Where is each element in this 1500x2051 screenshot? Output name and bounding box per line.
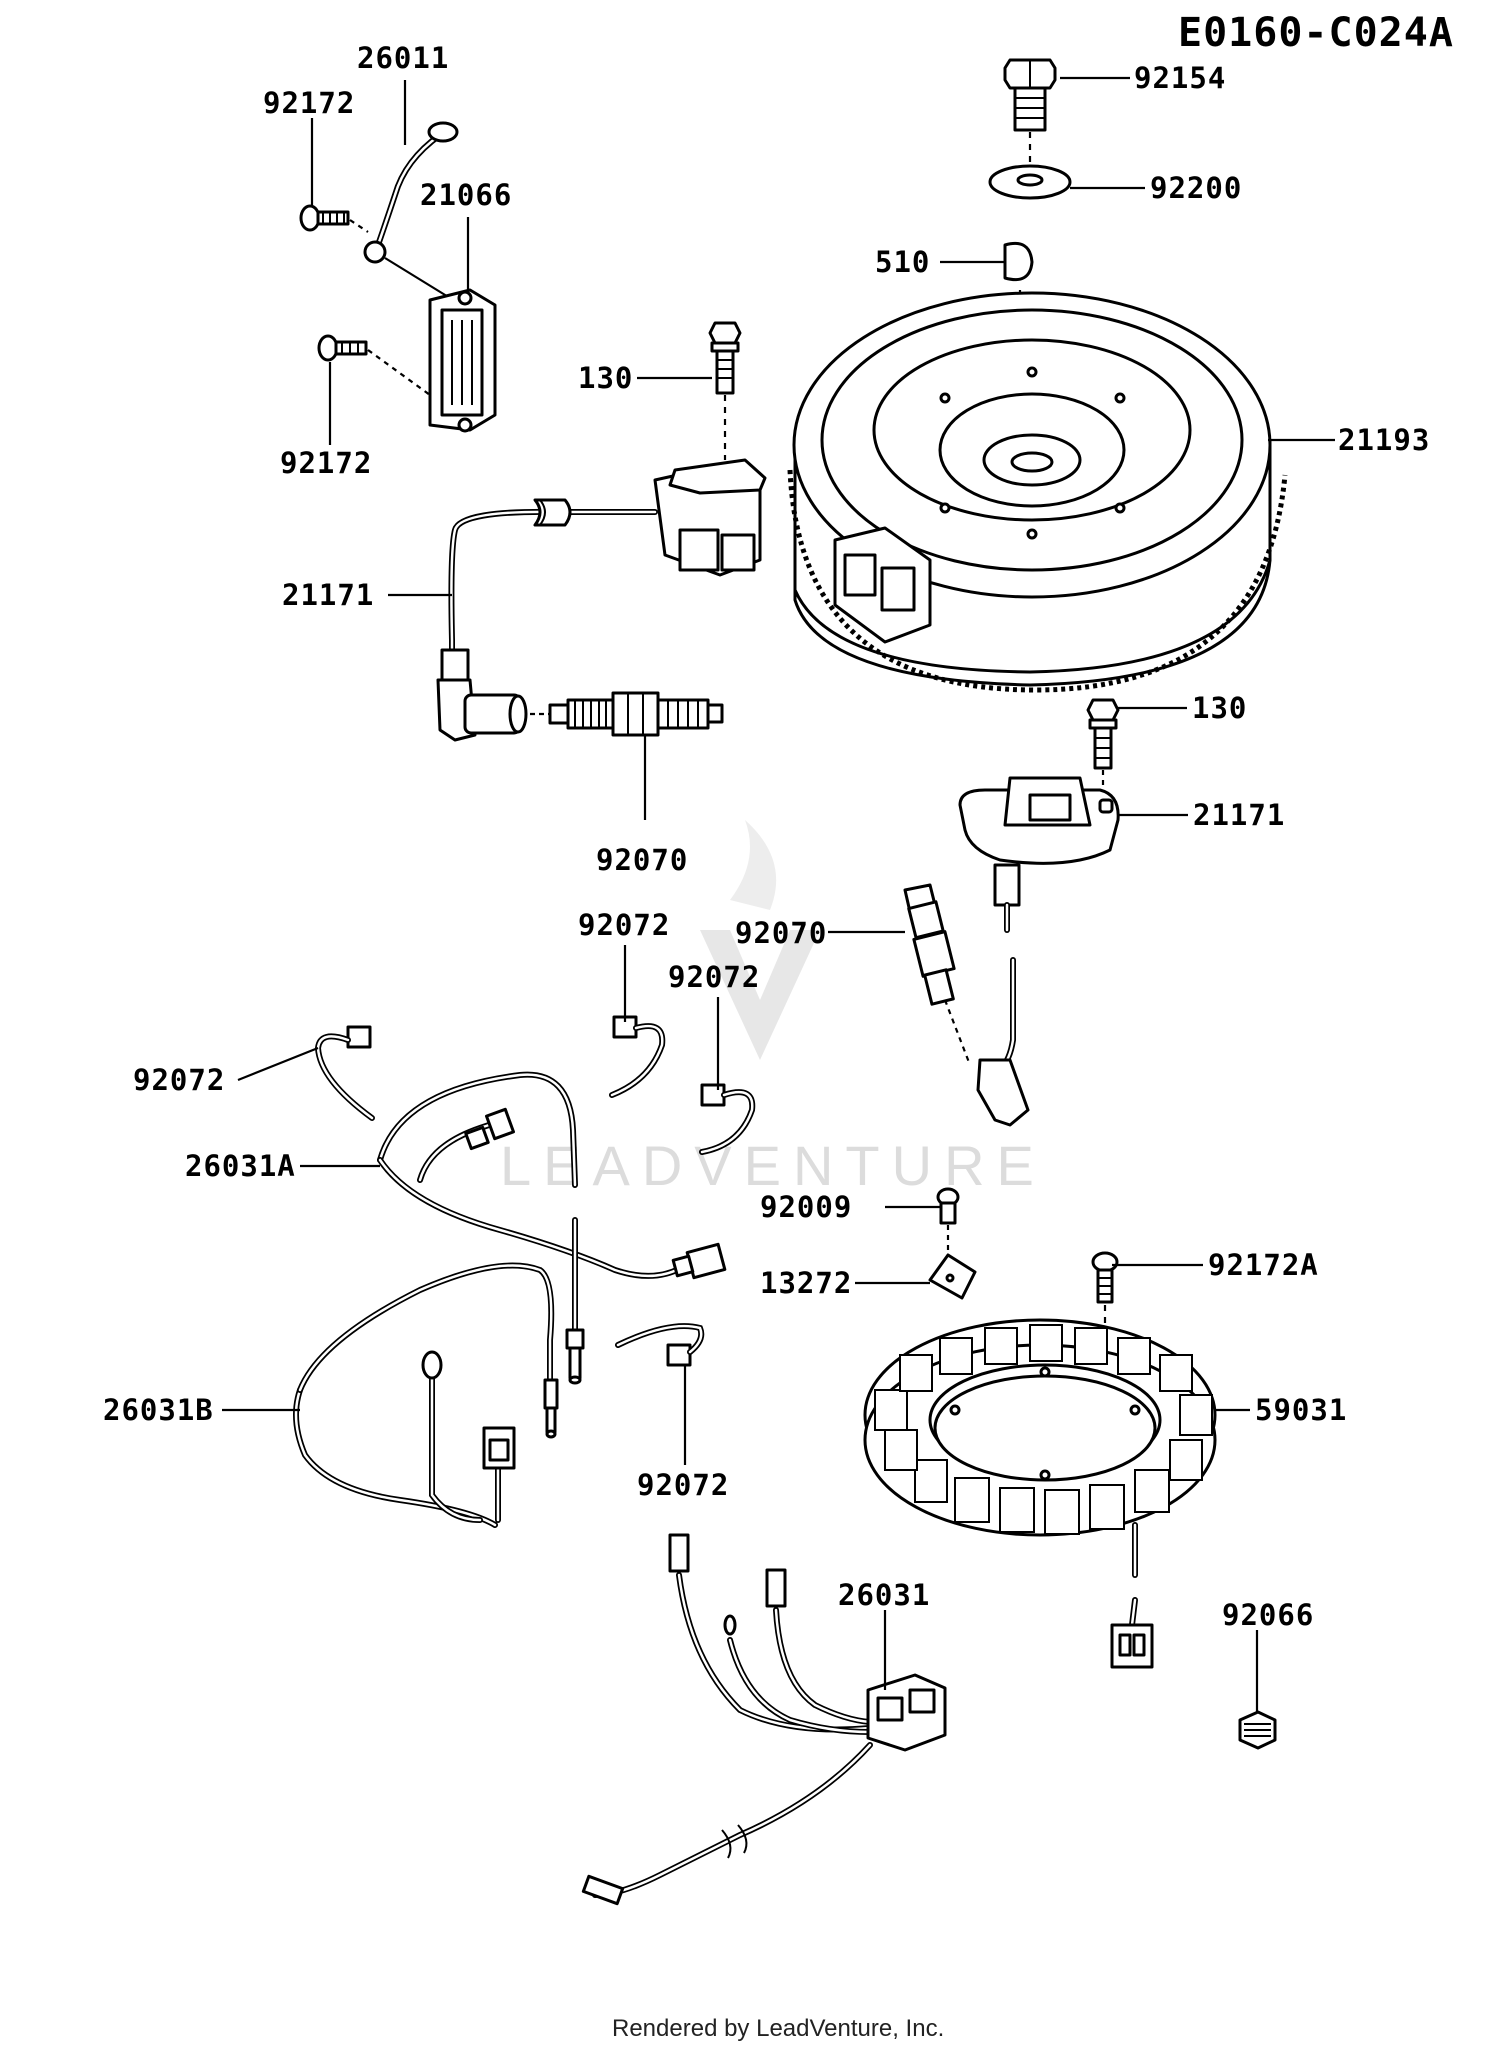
part-92070-spark-plug-b[interactable]: [903, 883, 972, 1066]
part-130-bolt-b[interactable]: [1086, 698, 1120, 790]
part-92009-screw[interactable]: [936, 1187, 960, 1252]
part-13272-bracket[interactable]: [928, 1253, 977, 1300]
label-92009: 92009: [760, 1190, 852, 1224]
label-59031: 59031: [1255, 1393, 1347, 1427]
label-92072-a: 92072: [578, 908, 670, 942]
part-92072-clamp-b[interactable]: [609, 1015, 666, 1098]
label-21171-b: 21171: [1193, 798, 1285, 832]
label-92072-d: 92072: [637, 1468, 729, 1502]
part-21193-flywheel[interactable]: [787, 291, 1288, 693]
label-26031B: 26031B: [103, 1393, 214, 1427]
label-26011: 26011: [357, 41, 449, 75]
part-92072-clamp-d[interactable]: [615, 1323, 705, 1367]
part-21171-ignition-coil-a[interactable]: [436, 458, 767, 742]
label-92200: 92200: [1150, 171, 1242, 205]
part-59031-stator[interactable]: [863, 1318, 1217, 1669]
label-92070-a: 92070: [596, 843, 688, 877]
label-92066: 92066: [1222, 1598, 1314, 1632]
diagram-code: E0160-C024A: [1178, 10, 1454, 56]
watermark-logo: [700, 820, 820, 1060]
label-510: 510: [875, 245, 930, 279]
part-26031-main-harness[interactable]: [581, 1533, 947, 1906]
part-92070-spark-plug-a[interactable]: [530, 691, 724, 737]
label-13272: 13272: [760, 1266, 852, 1300]
label-92072-c: 92072: [133, 1063, 225, 1097]
part-92154-bolt[interactable]: [1003, 58, 1057, 165]
part-92172-screw-b[interactable]: [317, 334, 431, 396]
part-21066-regulator[interactable]: [428, 288, 497, 433]
label-92172-b: 92172: [280, 446, 372, 480]
part-130-bolt-a[interactable]: [708, 321, 742, 460]
label-92154: 92154: [1134, 61, 1226, 95]
part-92172-screw-a[interactable]: [299, 204, 369, 233]
part-92200-washer[interactable]: [988, 164, 1072, 200]
label-130-b: 130: [1192, 691, 1247, 725]
label-21193: 21193: [1338, 423, 1430, 457]
part-26031A-harness[interactable]: [377, 1071, 727, 1385]
watermark-text: LEADVENTURE: [500, 1134, 1046, 1197]
label-21066: 21066: [420, 178, 512, 212]
part-26011-ground-lead[interactable]: [363, 121, 459, 299]
leader-lines: [222, 76, 1335, 1712]
part-21171-ignition-coil-b[interactable]: [958, 776, 1120, 1127]
part-labels: 26011 92172 21066 92172 130 21171 92070 …: [103, 41, 1430, 1632]
part-26031B-harness[interactable]: [293, 1262, 559, 1528]
footer-credit: Rendered by LeadVenture, Inc.: [612, 2015, 944, 2042]
part-92172A-screw[interactable]: [1091, 1251, 1119, 1370]
part-92066-nut[interactable]: [1238, 1710, 1277, 1750]
label-92172A: 92172A: [1208, 1248, 1319, 1282]
label-26031A: 26031A: [185, 1149, 296, 1183]
label-92072-b: 92072: [668, 960, 760, 994]
label-21171-a: 21171: [282, 578, 374, 612]
label-92070-b: 92070: [735, 916, 827, 950]
label-26031: 26031: [838, 1578, 930, 1612]
part-92072-clamp-a[interactable]: [314, 1025, 375, 1121]
label-92172-a: 92172: [263, 86, 355, 120]
label-130-a: 130: [578, 361, 633, 395]
